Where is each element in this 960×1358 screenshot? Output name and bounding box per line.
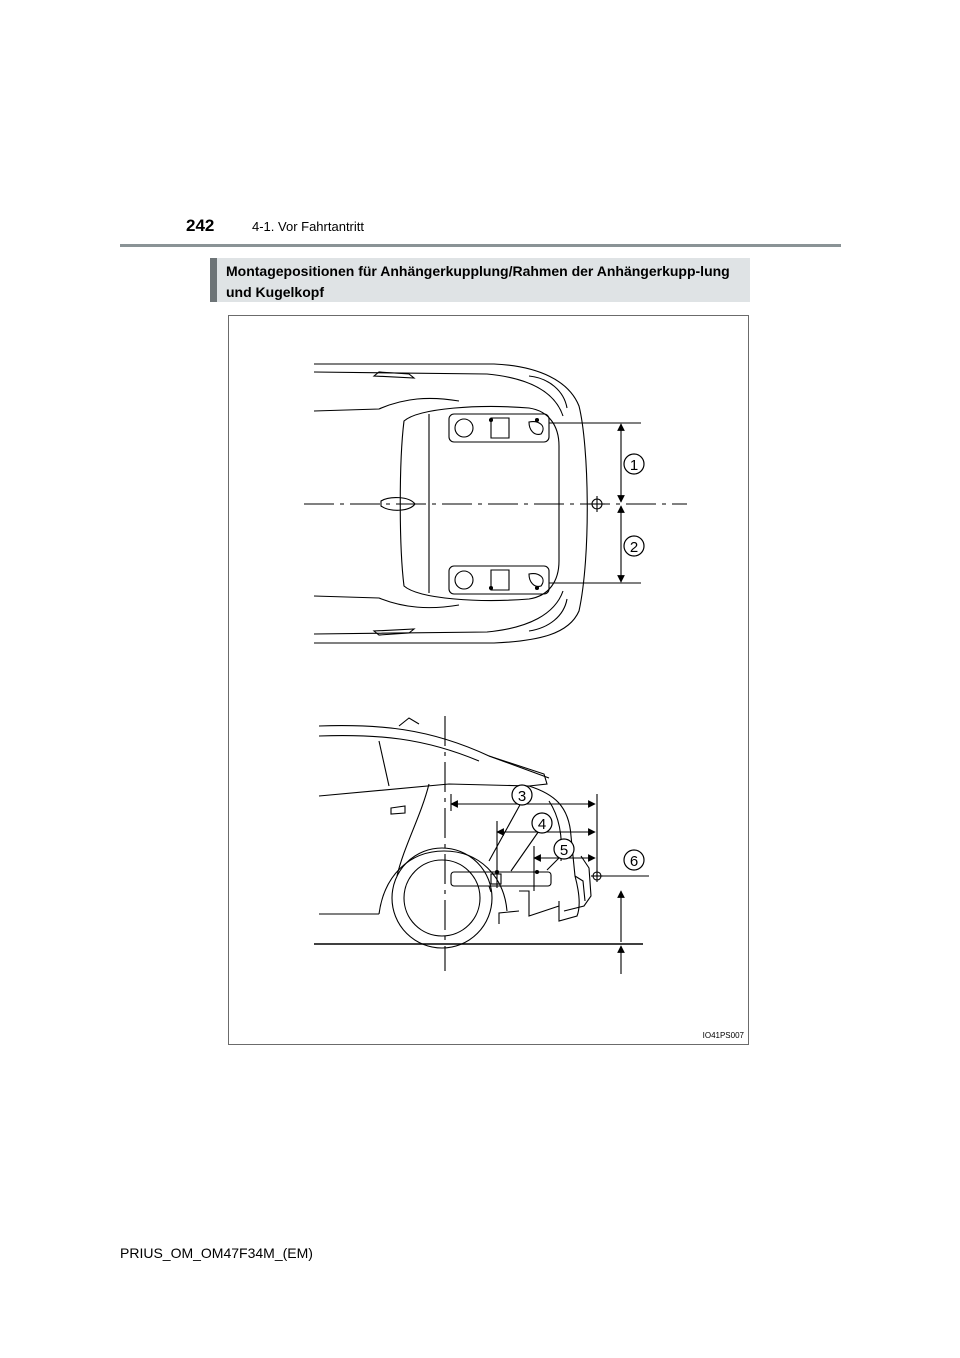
svg-text:6: 6 [630, 853, 638, 870]
svg-text:1: 1 [630, 457, 638, 474]
header-divider [120, 244, 841, 247]
figure-code: IO41PS007 [702, 1031, 744, 1040]
callout-6: 6 [623, 849, 645, 871]
section-title: 4-1. Vor Fahrtantritt [252, 219, 364, 234]
section-heading-box: Montagepositionen für Anhängerkupplung/R… [210, 258, 750, 302]
svg-text:5: 5 [560, 842, 568, 859]
svg-text:3: 3 [518, 788, 526, 805]
svg-text:4: 4 [538, 816, 546, 833]
callout-2: 2 [623, 535, 645, 557]
section-heading: Montagepositionen für Anhängerkupplung/R… [226, 263, 730, 300]
top-view-vehicle [313, 363, 588, 644]
callout-1: 1 [623, 453, 645, 475]
ball-position-marker [589, 496, 605, 512]
vehicle-diagram [304, 363, 687, 974]
heading-accent-bar [210, 258, 217, 302]
hitch-frame-rail-upper [448, 413, 550, 443]
callout-4: 4 [531, 812, 553, 834]
callout-3: 3 [511, 784, 533, 806]
document-footer: PRIUS_OM_OM47F34M_(EM) [120, 1245, 313, 1261]
hitch-frame-rail-lower [448, 565, 550, 595]
hitch-frame-rail-side [450, 869, 552, 893]
svg-text:2: 2 [630, 539, 638, 556]
callout-layer: 1 2 3 4 5 6 [511, 453, 645, 871]
page-number: 242 [186, 216, 215, 235]
callout-5: 5 [553, 838, 575, 860]
hitch-mounting-figure: 1 2 3 4 5 6 IO41PS007 [228, 315, 749, 1045]
